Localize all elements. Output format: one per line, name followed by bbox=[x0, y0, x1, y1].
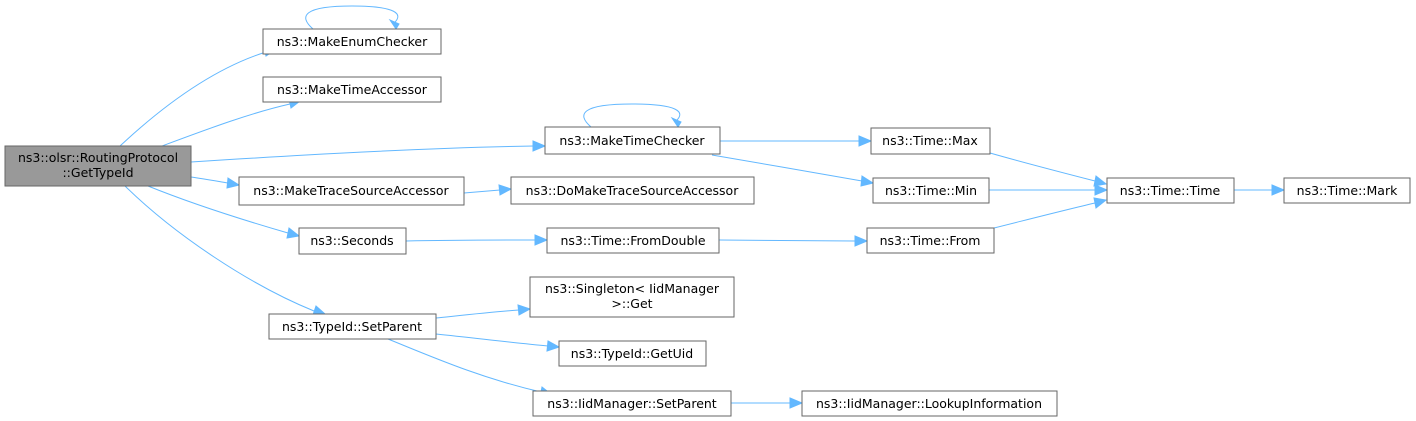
node-make-time-accessor[interactable]: ns3::MakeTimeAccessor bbox=[262, 76, 442, 103]
edge-mtsa-domtsa bbox=[463, 189, 501, 194]
node-time-min-label: ns3::Time::Min bbox=[885, 183, 977, 198]
node-time-time[interactable]: ns3::Time::Time bbox=[1106, 177, 1235, 204]
edge-setparent-iidsetparent bbox=[387, 338, 542, 393]
node-time-from-double[interactable]: ns3::Time::FromDouble bbox=[546, 227, 720, 254]
node-root-line1: ns3::olsr::RoutingProtocol bbox=[18, 150, 178, 165]
node-make-enum-checker-label: ns3::MakeEnumChecker bbox=[277, 34, 428, 49]
node-time-time-label: ns3::Time::Time bbox=[1120, 183, 1221, 198]
edge-arrow bbox=[858, 135, 873, 147]
edge-root-typeid-setparent bbox=[124, 185, 315, 312]
node-typeid-set-parent[interactable]: ns3::TypeId::SetParent bbox=[268, 313, 437, 340]
node-do-make-trace-source-accessor[interactable]: ns3::DoMakeTraceSourceAccessor bbox=[510, 176, 755, 205]
edge-seconds-fromdouble bbox=[405, 239, 536, 242]
edge-arrow bbox=[1094, 184, 1109, 196]
node-iidmanager-lookup-information-label: ns3::IidManager::LookupInformation bbox=[816, 396, 1042, 411]
edge-arrow bbox=[854, 235, 869, 247]
edge-arrow bbox=[1271, 184, 1286, 196]
node-root[interactable]: ns3::olsr::RoutingProtocol ::GetTypeId bbox=[4, 145, 192, 187]
edge-arrow bbox=[532, 140, 547, 152]
node-iidmanager-lookup-information[interactable]: ns3::IidManager::LookupInformation bbox=[801, 390, 1058, 417]
edge-fromdouble-from bbox=[718, 239, 856, 242]
node-time-from-double-label: ns3::Time::FromDouble bbox=[560, 233, 705, 248]
node-seconds-label: ns3::Seconds bbox=[310, 233, 393, 248]
node-singleton-iidmanager-get-line2: >::Get bbox=[611, 296, 652, 311]
node-iidmanager-set-parent-label: ns3::IidManager::SetParent bbox=[547, 396, 717, 411]
edge-from-time bbox=[993, 202, 1096, 229]
node-typeid-get-uid-label: ns3::TypeId::GetUid bbox=[571, 346, 693, 361]
node-root-line2: ::GetTypeId bbox=[62, 165, 133, 180]
edge-setparent-getuid bbox=[435, 333, 549, 347]
node-make-trace-source-accessor[interactable]: ns3::MakeTraceSourceAccessor bbox=[238, 176, 465, 206]
node-typeid-get-uid[interactable]: ns3::TypeId::GetUid bbox=[558, 340, 707, 367]
node-iidmanager-set-parent[interactable]: ns3::IidManager::SetParent bbox=[532, 390, 732, 417]
node-do-make-trace-source-accessor-label: ns3::DoMakeTraceSourceAccessor bbox=[526, 183, 740, 198]
edge-arrow bbox=[1093, 197, 1108, 209]
node-time-mark-label: ns3::Time::Mark bbox=[1297, 183, 1398, 198]
node-make-time-checker-label: ns3::MakeTimeChecker bbox=[559, 133, 705, 148]
edge-arrow bbox=[226, 177, 241, 189]
edge-arrow bbox=[286, 227, 301, 239]
node-time-min[interactable]: ns3::Time::Min bbox=[872, 177, 990, 204]
edge-arrow bbox=[517, 304, 532, 316]
edge-makeenumchecker-self bbox=[305, 5, 399, 30]
node-time-from-label: ns3::Time::From bbox=[880, 233, 981, 248]
edge-arrow bbox=[1093, 175, 1108, 187]
edge-arrow bbox=[860, 175, 875, 187]
edge-arrow bbox=[546, 340, 561, 352]
node-make-enum-checker[interactable]: ns3::MakeEnumChecker bbox=[262, 28, 442, 55]
edge-root-seconds bbox=[147, 185, 289, 234]
node-time-mark[interactable]: ns3::Time::Mark bbox=[1283, 177, 1411, 204]
edge-max-time bbox=[989, 152, 1096, 182]
edge-root-maketracesourceaccessor bbox=[190, 176, 229, 184]
edge-root-maketimechecker bbox=[190, 145, 535, 163]
edge-root-makeenumchecker bbox=[119, 51, 267, 147]
node-typeid-set-parent-label: ns3::TypeId::SetParent bbox=[282, 319, 422, 334]
edge-arrow bbox=[498, 184, 513, 196]
node-make-time-checker[interactable]: ns3::MakeTimeChecker bbox=[544, 126, 721, 155]
node-time-max[interactable]: ns3::Time::Max bbox=[870, 127, 991, 155]
node-singleton-iidmanager-get[interactable]: ns3::Singleton< IidManager >::Get bbox=[529, 276, 735, 318]
edge-arrow bbox=[534, 234, 549, 246]
node-time-max-label: ns3::Time::Max bbox=[882, 133, 978, 148]
edge-arrow bbox=[388, 18, 400, 30]
edge-arrow bbox=[670, 116, 682, 128]
node-seconds[interactable]: ns3::Seconds bbox=[298, 227, 407, 255]
call-nodes: ns3::olsr::RoutingProtocol ::GetTypeId n… bbox=[4, 28, 1411, 417]
edge-arrow bbox=[789, 397, 804, 409]
node-make-trace-source-accessor-label: ns3::MakeTraceSourceAccessor bbox=[253, 183, 449, 198]
edge-root-maketimeaccessor bbox=[161, 103, 291, 147]
node-singleton-iidmanager-get-line1: ns3::Singleton< IidManager bbox=[545, 281, 720, 296]
edge-maketimechecker-self bbox=[583, 103, 681, 128]
edge-maketimechecker-min bbox=[711, 154, 863, 182]
node-make-time-accessor-label: ns3::MakeTimeAccessor bbox=[277, 82, 428, 97]
node-time-from[interactable]: ns3::Time::From bbox=[866, 227, 995, 254]
edge-setparent-singletonget bbox=[435, 309, 520, 319]
